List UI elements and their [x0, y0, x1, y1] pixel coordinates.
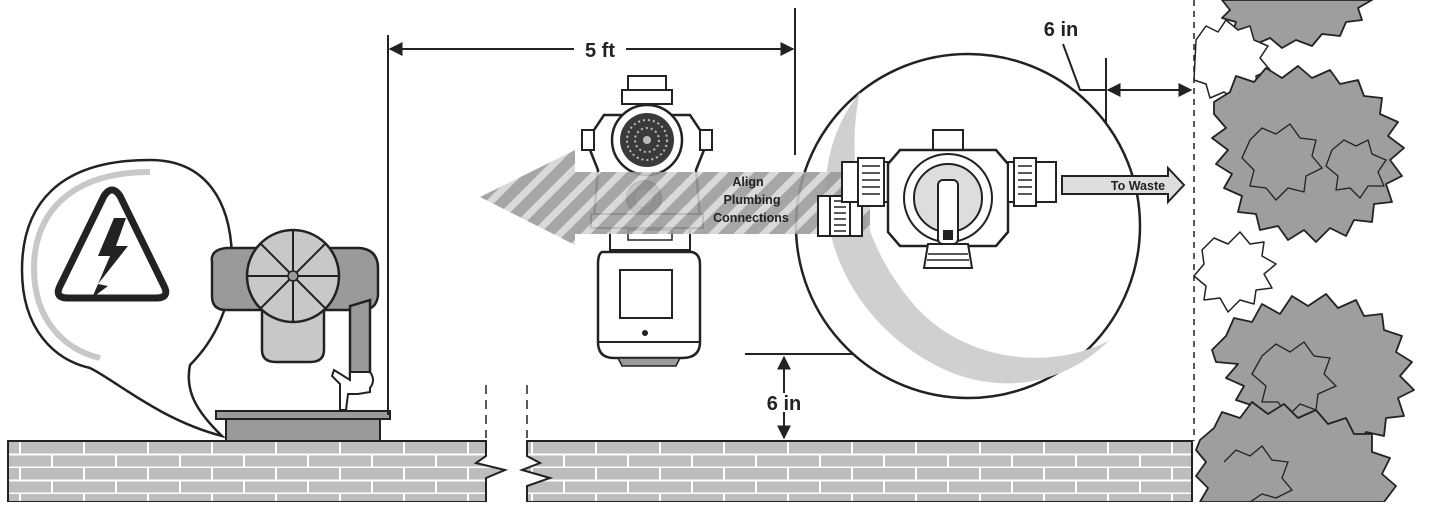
alignment-arrow: [480, 150, 870, 245]
align-line-2: Plumbing: [724, 193, 781, 207]
align-line-1: Align: [732, 175, 763, 189]
multiport-valve: [817, 129, 1057, 269]
shrub-outline-mid: [1193, 231, 1277, 313]
dimension-shrub-6in-label: 6 in: [1044, 19, 1078, 41]
person-figure: [210, 228, 380, 411]
dimension-5ft: 5 ft: [388, 40, 795, 62]
to-waste-arrow: To Waste: [1061, 165, 1186, 205]
align-line-3: Connections: [713, 211, 789, 225]
shrub-top: [1221, 0, 1373, 49]
dimension-shrub-6in: 6 in: [1044, 19, 1193, 97]
electrical-hazard-icon: [54, 186, 170, 302]
brick-wall: [7, 385, 1193, 503]
shrubs: [1193, 0, 1415, 503]
equipment-pad: [215, 410, 391, 442]
align-plumbing-label: Align Plumbing Connections: [713, 175, 789, 225]
to-waste-label: To Waste: [1111, 179, 1165, 193]
dimension-5ft-label: 5 ft: [585, 40, 615, 62]
shrub-base: [1195, 401, 1397, 503]
dimension-ground-6in-label: 6 in: [767, 393, 801, 415]
shrub-middle: [1211, 65, 1405, 243]
